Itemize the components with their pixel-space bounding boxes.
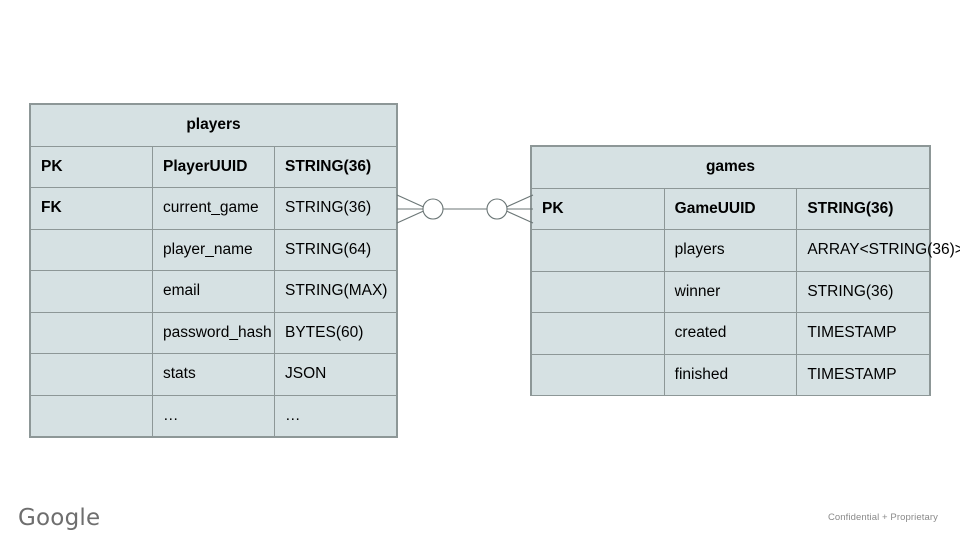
players-row-2-type: STRING(64) — [274, 228, 397, 271]
players-row-3-type: STRING(MAX) — [274, 270, 397, 313]
table-row: stats JSON — [30, 353, 397, 396]
table-row: player_name STRING(64) — [30, 228, 397, 271]
entity-table-games[interactable]: games PK GameUUID STRING(36) players ARR… — [530, 145, 960, 396]
games-title: games — [531, 146, 930, 189]
games-row-1-type: ARRAY<STRING(36)> — [796, 229, 960, 272]
cardinality-circle-right — [486, 198, 508, 220]
players-row-0-key: PK — [30, 145, 153, 188]
google-logo: Google — [18, 505, 101, 531]
players-row-1-key: FK — [30, 187, 153, 230]
players-title: players — [30, 104, 397, 147]
games-title-row: games — [531, 146, 930, 189]
players-row-0-type: STRING(36) — [274, 145, 397, 188]
games-row-4-field: finished — [663, 353, 798, 396]
relationship-connector-many-to-many[interactable] — [390, 180, 540, 240]
players-row-2-key — [30, 228, 153, 271]
games-table: games PK GameUUID STRING(36) players ARR… — [531, 146, 960, 396]
players-row-4-type: BYTES(60) — [274, 311, 397, 354]
games-row-1-key — [531, 229, 665, 272]
players-table: players PK PlayerUUID STRING(36) FK curr… — [30, 104, 397, 437]
games-row-3-field: created — [663, 312, 798, 355]
games-row-3-type: TIMESTAMP — [796, 312, 930, 355]
games-row-0-field: GameUUID — [663, 187, 798, 230]
players-row-6-type: … — [274, 394, 397, 437]
games-row-4-key — [531, 353, 665, 396]
table-row: … … — [30, 394, 397, 437]
table-row: players ARRAY<STRING(36)> — [531, 229, 960, 272]
games-row-2-field: winner — [663, 270, 798, 313]
games-row-4-type: TIMESTAMP — [796, 353, 930, 396]
games-row-0-type: STRING(36) — [796, 187, 930, 230]
players-row-3-key — [30, 270, 153, 313]
games-row-3-key — [531, 312, 665, 355]
entity-table-players[interactable]: players PK PlayerUUID STRING(36) FK curr… — [29, 103, 398, 438]
confidentiality-notice: Confidential + Proprietary — [827, 512, 938, 523]
table-row: password_hash BYTES(60) — [30, 311, 397, 354]
players-title-row: players — [30, 104, 397, 147]
cardinality-circle-left — [422, 198, 444, 220]
players-row-1-type: STRING(36) — [274, 187, 397, 230]
players-row-4-key — [30, 311, 153, 354]
table-row: email STRING(MAX) — [30, 270, 397, 313]
games-row-1-field: players — [663, 229, 798, 272]
players-row-6-field: … — [152, 394, 275, 437]
players-row-4-field: password_hash — [152, 311, 275, 354]
games-row-2-key — [531, 270, 665, 313]
games-row-2-type: STRING(36) — [796, 270, 930, 313]
players-row-6-key — [30, 394, 153, 437]
table-row: PK GameUUID STRING(36) — [531, 187, 930, 230]
table-row: FK current_game STRING(36) — [30, 187, 397, 230]
table-row: winner STRING(36) — [531, 270, 930, 313]
table-row: PK PlayerUUID STRING(36) — [30, 145, 397, 188]
players-row-3-field: email — [152, 270, 275, 313]
players-row-5-field: stats — [152, 353, 275, 396]
players-row-5-type: JSON — [274, 353, 397, 396]
table-row: created TIMESTAMP — [531, 312, 930, 355]
games-row-0-key: PK — [531, 187, 665, 230]
players-row-5-key — [30, 353, 153, 396]
table-row: finished TIMESTAMP — [531, 353, 930, 396]
players-row-0-field: PlayerUUID — [152, 145, 275, 188]
players-row-1-field: current_game — [152, 187, 275, 230]
players-row-2-field: player_name — [152, 228, 275, 271]
